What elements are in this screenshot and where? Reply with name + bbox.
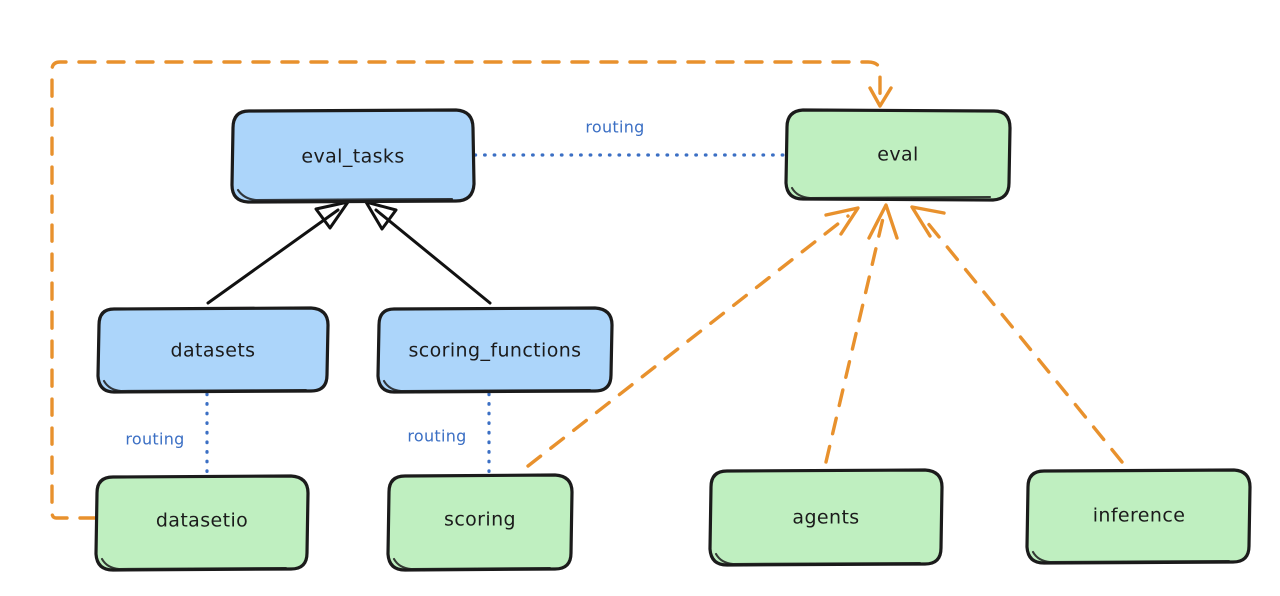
node-datasetio-sketch: [100, 557, 288, 571]
edge-agents-to-eval-arrowhead: [867, 203, 899, 240]
node-datasets-sketch: [102, 379, 308, 393]
edge-label-routing-scoring-functions-text: routing: [407, 427, 466, 446]
edge-inference-to-eval-arrowhead: [910, 205, 946, 238]
node-datasets-label: datasets: [171, 340, 256, 362]
edge-scoring-to-eval: [526, 206, 860, 468]
node-agents-label: agents: [792, 507, 859, 529]
node-scoring-sketch: [392, 557, 552, 571]
edge-scoring-functions-to-eval-tasks-path: [374, 208, 492, 305]
edge-datasetio-to-eval: [50, 60, 893, 520]
node-eval-tasks-box: [230, 108, 476, 204]
node-eval-tasks-label: eval_tasks: [301, 146, 404, 168]
edge-label-routing-eval-tasks-bg: [572, 112, 658, 142]
node-scoring-functions[interactable]: scoring_functions: [376, 306, 614, 394]
node-inference-box: [1025, 468, 1252, 565]
node-datasetio-box: [94, 474, 310, 572]
node-scoring[interactable]: scoring: [386, 473, 574, 572]
node-datasets[interactable]: datasets: [96, 306, 330, 394]
node-datasetio[interactable]: datasetio: [94, 474, 310, 572]
edge-datasets-to-eval-tasks: [206, 200, 350, 305]
edge-label-routing-eval-tasks: routing: [572, 112, 658, 142]
edge-scoring-to-eval-arrowhead: [824, 206, 860, 236]
edge-datasets-to-eval-tasks-path: [206, 208, 340, 305]
node-inference-label: inference: [1093, 505, 1186, 527]
edge-scoring-to-eval-path: [526, 214, 850, 468]
node-inference-sketch: [1031, 550, 1231, 564]
edge-scoring-functions-to-eval-tasks: [364, 200, 492, 305]
edge-datasetio-to-eval-arrowhead: [868, 86, 893, 108]
node-scoring-label: scoring: [444, 509, 516, 531]
node-scoring-functions-label: scoring_functions: [409, 340, 582, 362]
edge-label-routing-datasets-text: routing: [125, 430, 184, 449]
edge-label-routing-datasets: routing: [112, 424, 198, 454]
edge-label-routing-scoring-functions: routing: [394, 421, 480, 451]
node-inference[interactable]: inference: [1025, 468, 1252, 565]
edge-scoring-functions-to-eval-tasks-arrowhead: [364, 200, 398, 231]
node-agents[interactable]: agents: [708, 468, 944, 567]
edge-label-routing-scoring-functions-bg: [394, 421, 480, 451]
edge-label-routing-datasets-bg: [112, 424, 198, 454]
node-scoring-functions-box: [376, 306, 614, 394]
node-agents-sketch: [714, 552, 922, 566]
node-agents-box: [708, 468, 944, 567]
edge-inference-to-eval-path: [920, 214, 1124, 464]
node-scoring-functions-sketch: [382, 379, 592, 393]
edge-agents-to-eval: [824, 203, 899, 464]
edge-inference-to-eval: [910, 205, 1124, 464]
node-eval-box: [784, 108, 1012, 202]
node-datasets-box: [96, 306, 330, 394]
node-eval-tasks-sketch: [236, 188, 454, 202]
node-scoring-box: [386, 473, 574, 572]
edge-agents-to-eval-path: [824, 212, 886, 464]
node-eval-label: eval: [877, 144, 918, 166]
edge-datasets-to-eval-tasks-arrowhead: [314, 200, 350, 230]
node-eval[interactable]: eval: [784, 108, 1012, 202]
node-eval-tasks[interactable]: eval_tasks: [230, 108, 476, 204]
edge-datasetio-to-eval-path: [50, 60, 882, 520]
node-eval-sketch: [790, 186, 992, 200]
edge-label-routing-eval-tasks-text: routing: [585, 118, 644, 137]
node-datasetio-label: datasetio: [156, 510, 248, 532]
